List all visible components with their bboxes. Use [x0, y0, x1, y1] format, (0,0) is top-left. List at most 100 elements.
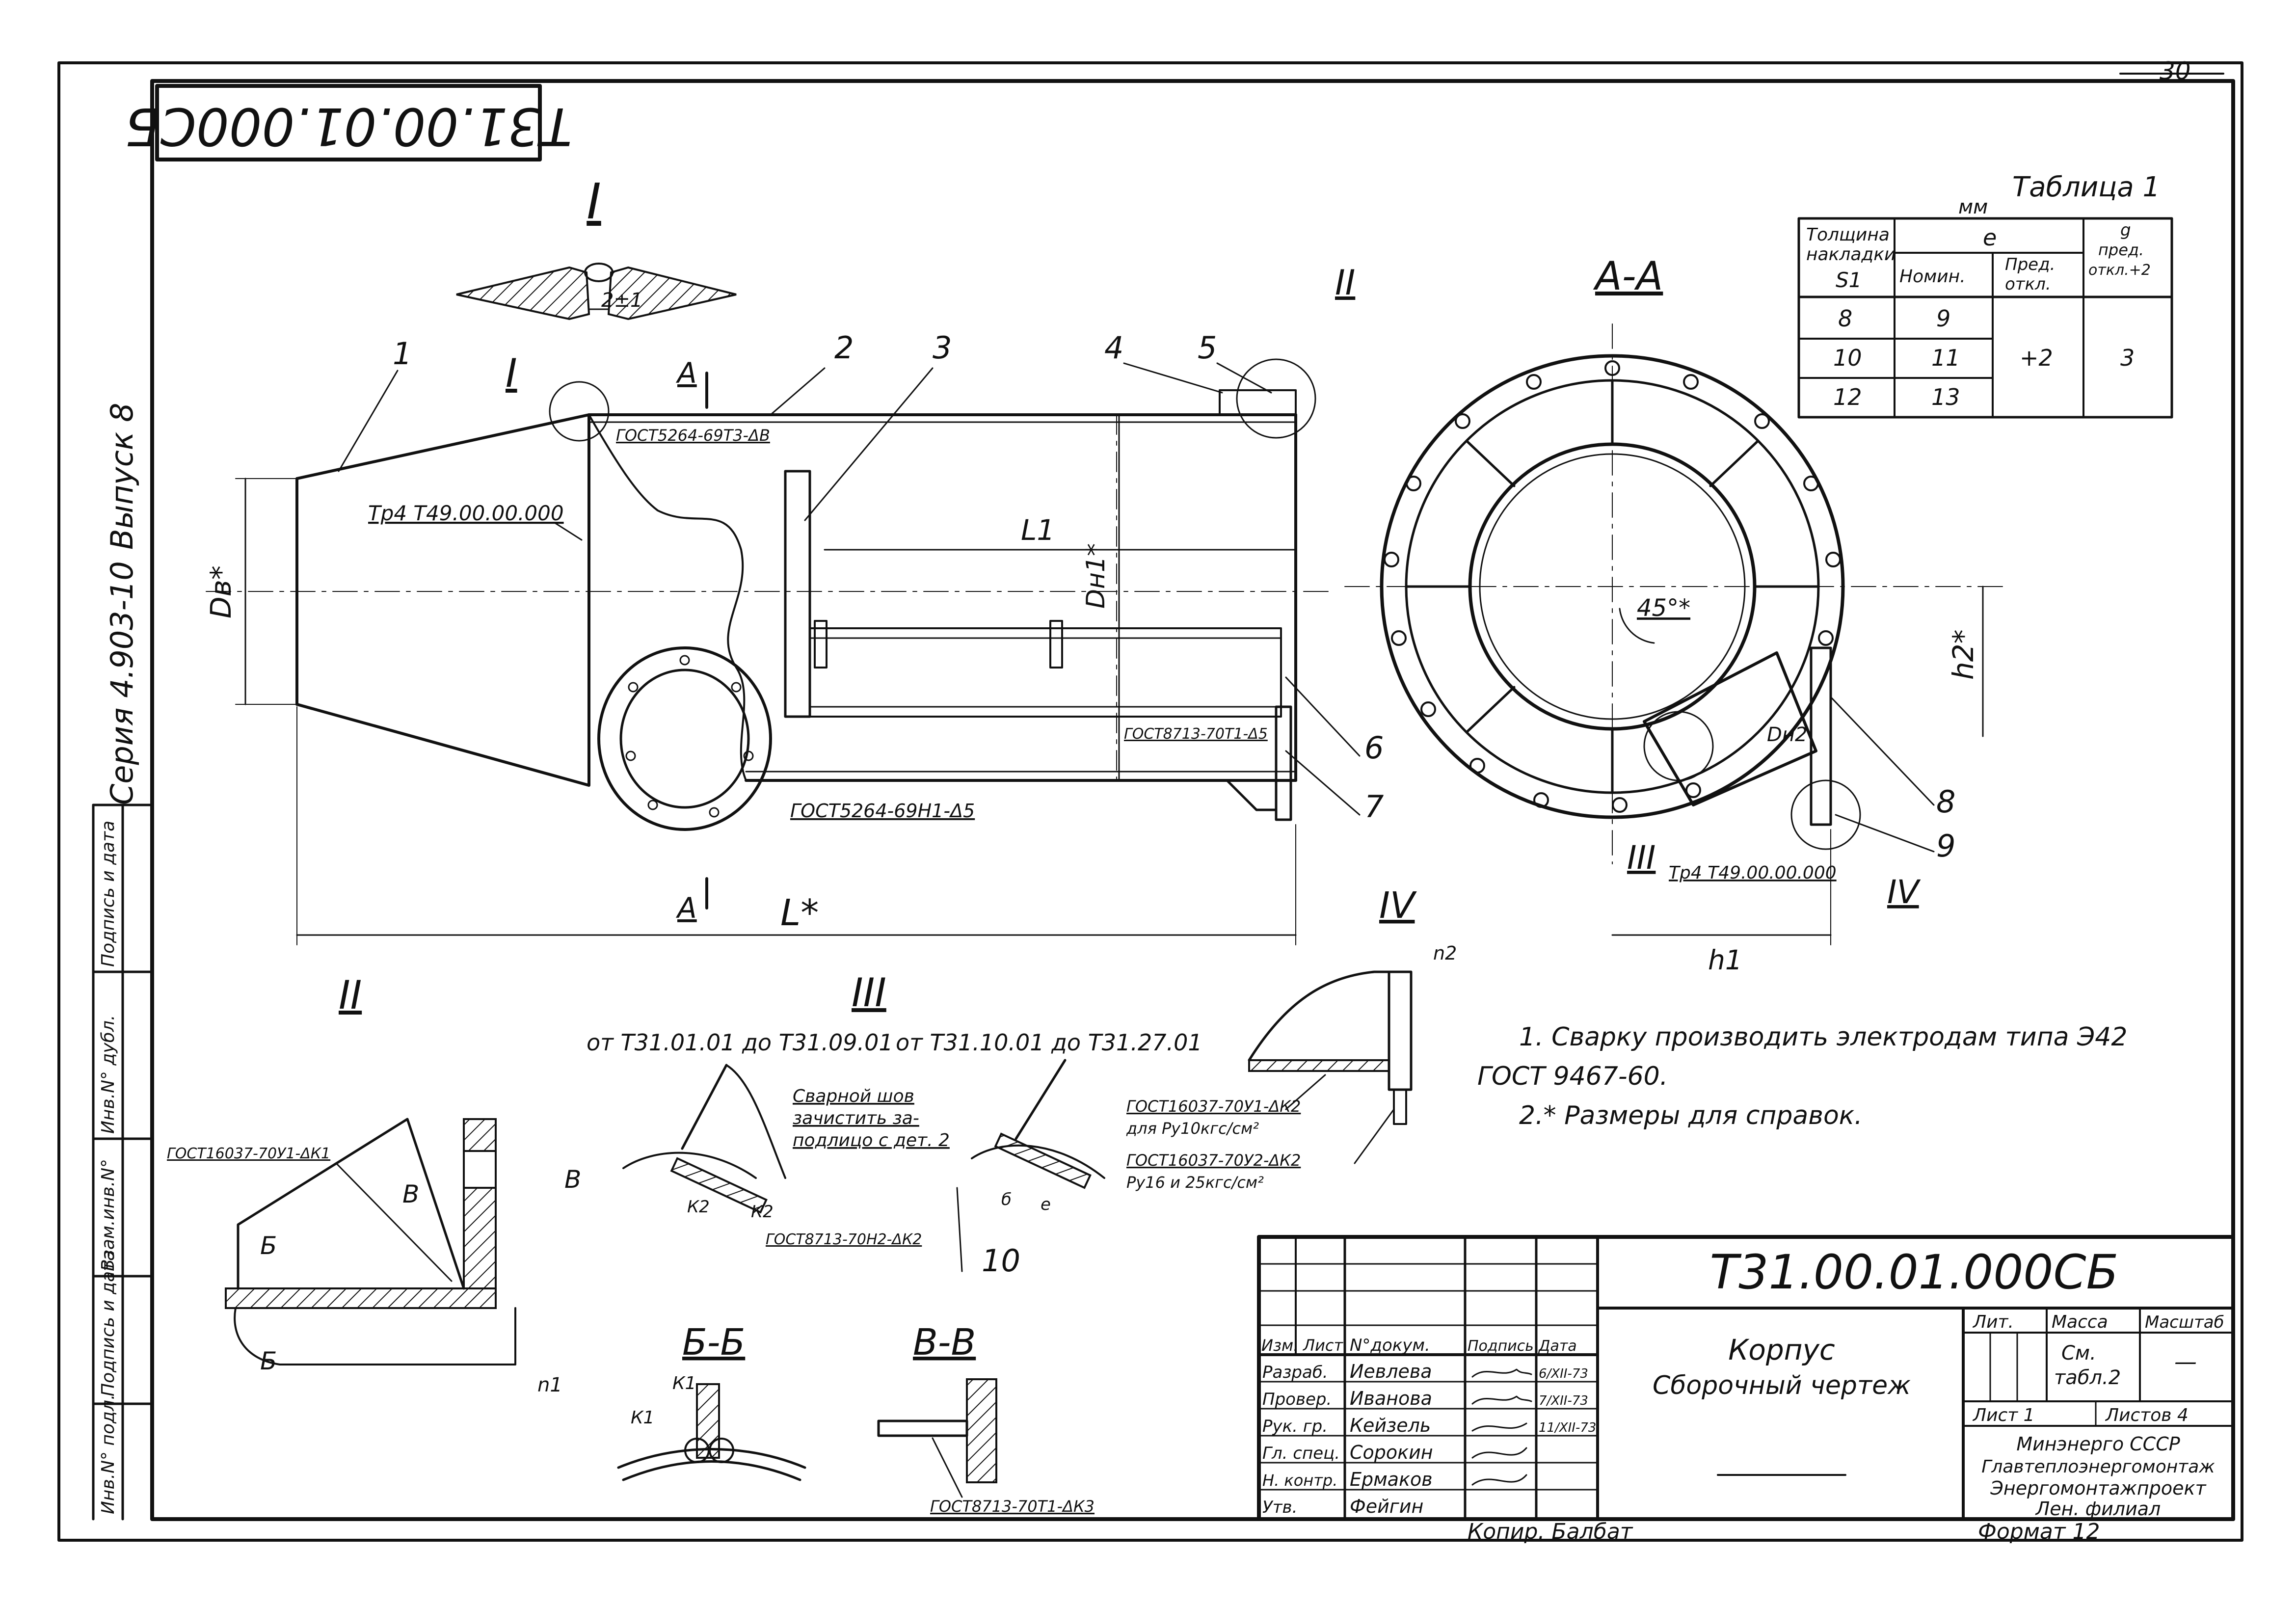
- mark-v-right: В: [564, 1165, 581, 1194]
- inner-frame: [150, 79, 2235, 1521]
- signature-5: [1471, 1474, 1527, 1486]
- dim-dn2: Dн2: [1767, 723, 1807, 746]
- left-binding-strip: Инв.N° подл. Подпись и дата Взам.инв.N° …: [92, 803, 154, 1521]
- detail-III-mark: III: [1627, 839, 1655, 877]
- pos-3: 3: [933, 330, 952, 366]
- tb-date-2: 7/XII-73: [1539, 1393, 1588, 1408]
- pressure-1: для Ру10кгс/см²: [1126, 1119, 1259, 1138]
- notes: 1. Сварку производить электродам типа Э4…: [1477, 1022, 2127, 1130]
- detail-IV-n2: n2: [1433, 942, 1457, 964]
- tb-lit: Лит.: [1972, 1312, 2014, 1332]
- format-label: Формат 12: [1978, 1519, 2100, 1544]
- tb-date-3: 11/XII-73: [1539, 1420, 1596, 1435]
- section-vv-title: В-В: [913, 1321, 976, 1364]
- k2-b: К2: [751, 1202, 774, 1222]
- weld-label-5: ГОСТ8713-70Н2-ΔК2: [766, 1231, 922, 1248]
- section-aa-view: А-А 45°* Dн2 h2*: [1344, 253, 2008, 976]
- pos-2: 2: [834, 330, 854, 366]
- pos-1: 1: [393, 336, 412, 372]
- mark-b-bottom: Б: [260, 1347, 277, 1375]
- section-vv: В-В ГОСТ8713-70Т1-ΔК3: [877, 1321, 1095, 1516]
- page-number: 30: [2160, 57, 2191, 85]
- t1-dev: +2: [2020, 345, 2053, 371]
- issue-label: Выпуск 8: [104, 403, 140, 550]
- signature-4: [1471, 1447, 1527, 1459]
- ref-tr-section: Тр4 Т49.00.00.000: [1669, 863, 1837, 883]
- tb-scale: Масштаб: [2145, 1312, 2224, 1332]
- t1-h-g-b: пред.: [2098, 241, 2144, 259]
- strip-signature-1: Подпись и дата: [98, 1250, 118, 1396]
- pos-4: 4: [1104, 330, 1123, 366]
- series-label: Серия 4.903-10: [104, 561, 140, 805]
- tb-name-2-label: Сборочный чертеж: [1653, 1371, 1911, 1400]
- detail-I: I 2±1: [456, 173, 737, 321]
- t1-h-col1-a: Толщина: [1806, 225, 1890, 245]
- detail-IV-mark: IV: [1887, 873, 1921, 911]
- seam-note-2: зачистить за-: [793, 1108, 919, 1128]
- seam-note-3: подлицо с дет. 2: [793, 1130, 950, 1151]
- tb-name-6: Фейгин: [1350, 1496, 1423, 1517]
- tb-mass: Масса: [2052, 1312, 2108, 1332]
- tb-role-2: Провер.: [1262, 1390, 1332, 1409]
- k1-b: К1: [631, 1408, 654, 1428]
- tb-code: T31.00.01.000СБ: [1710, 1245, 2119, 1300]
- dim-dv: Dв*: [204, 565, 238, 618]
- pos-10: 10: [982, 1243, 1020, 1279]
- pos-9: 9: [1936, 828, 1955, 864]
- tb-role-6: Утв.: [1262, 1498, 1297, 1517]
- tb-name-4: Сорокин: [1350, 1442, 1433, 1463]
- tb-role-1: Разраб.: [1262, 1363, 1328, 1382]
- tb-name-2: Иванова: [1350, 1388, 1432, 1409]
- range-1: от T31.01.01 до T31.09.01: [587, 1029, 893, 1056]
- main-view: [206, 358, 1335, 831]
- strip-inv-dubl: Инв.N° дубл.: [98, 1015, 118, 1134]
- detail-III: III от T31.01.01 до T31.09.01 от T31.10.…: [587, 970, 1202, 1279]
- weld-label-1: ГОСТ5264-69Т3-ΔВ: [616, 426, 770, 445]
- t1-h-nom: Номин.: [1899, 267, 1966, 287]
- e-label: e: [1041, 1195, 1051, 1214]
- tb-date-1: 6/XII-73: [1539, 1366, 1588, 1381]
- pos-6: 6: [1364, 730, 1384, 766]
- detail-II-title: II: [339, 972, 362, 1018]
- tb-role-5: Н. контр.: [1262, 1471, 1337, 1490]
- section-bb-title: Б-Б: [682, 1321, 745, 1364]
- tb-role-4: Гл. спец.: [1262, 1444, 1340, 1463]
- t1-r3-s: 12: [1833, 384, 1862, 410]
- section-a-mark-bottom: А: [675, 891, 697, 925]
- section-bb: Б-Б К1 К1: [617, 1321, 806, 1481]
- tb-scale-value: —: [2174, 1348, 2197, 1375]
- note-1b: ГОСТ 9467-60.: [1477, 1062, 1668, 1091]
- b-label: б: [1001, 1190, 1012, 1209]
- section-aa-title: А-А: [1593, 253, 1663, 299]
- seam-note-1: Сварной шов: [793, 1086, 914, 1106]
- tb-role-3: Рук. гр.: [1262, 1417, 1328, 1436]
- tb-h-date: Дата: [1538, 1338, 1577, 1355]
- t1-h-dev-b: откл.: [2005, 274, 2051, 294]
- weld-label-6: ГОСТ16037-70У1-ΔК2: [1126, 1097, 1301, 1116]
- t1-h-col1-c: S1: [1836, 268, 1862, 292]
- outer-frame: [57, 61, 2243, 1542]
- t1-h-g-a: g: [2120, 220, 2131, 240]
- weld-label-3: ГОСТ8713-70Т1-Δ5: [1124, 725, 1268, 743]
- detail-IV: IV n2 ГОСТ16037-70У1-ΔК2 для Ру10кгс/см²…: [1126, 884, 1457, 1192]
- detail-II: II ГОСТ16037-70У1-ΔК1 В В Б Б n1: [167, 972, 581, 1396]
- strip-inv-podl: Инв.N° подл.: [98, 1394, 118, 1514]
- pos-5: 5: [1198, 330, 1217, 366]
- tb-name-5: Ермаков: [1350, 1469, 1433, 1490]
- rotated-code-box: [155, 84, 542, 161]
- t1-g: 3: [2120, 345, 2135, 371]
- tb-org-3: Энергомонтажпроект: [1990, 1477, 2207, 1499]
- note-1: 1. Сварку производить электродам типа Э4…: [1519, 1022, 2127, 1052]
- tb-org-1: Минэнерго СССР: [2016, 1433, 2180, 1455]
- t1-r1-nom: 9: [1936, 305, 1950, 332]
- copy-label: Копир. Балбат: [1468, 1519, 1633, 1544]
- tb-mass-value-2: табл.2: [2054, 1366, 2121, 1389]
- t1-r3-nom: 13: [1931, 384, 1960, 410]
- weld-label-8: ГОСТ8713-70Т1-ΔК3: [930, 1497, 1095, 1516]
- section-a-mark-top: А: [675, 356, 697, 390]
- t1-r2-s: 10: [1833, 345, 1862, 371]
- k2-a: К2: [687, 1197, 710, 1217]
- strip-vzam-inv: Взам.инв.N°: [98, 1159, 118, 1271]
- dim-h1: h1: [1708, 944, 1742, 976]
